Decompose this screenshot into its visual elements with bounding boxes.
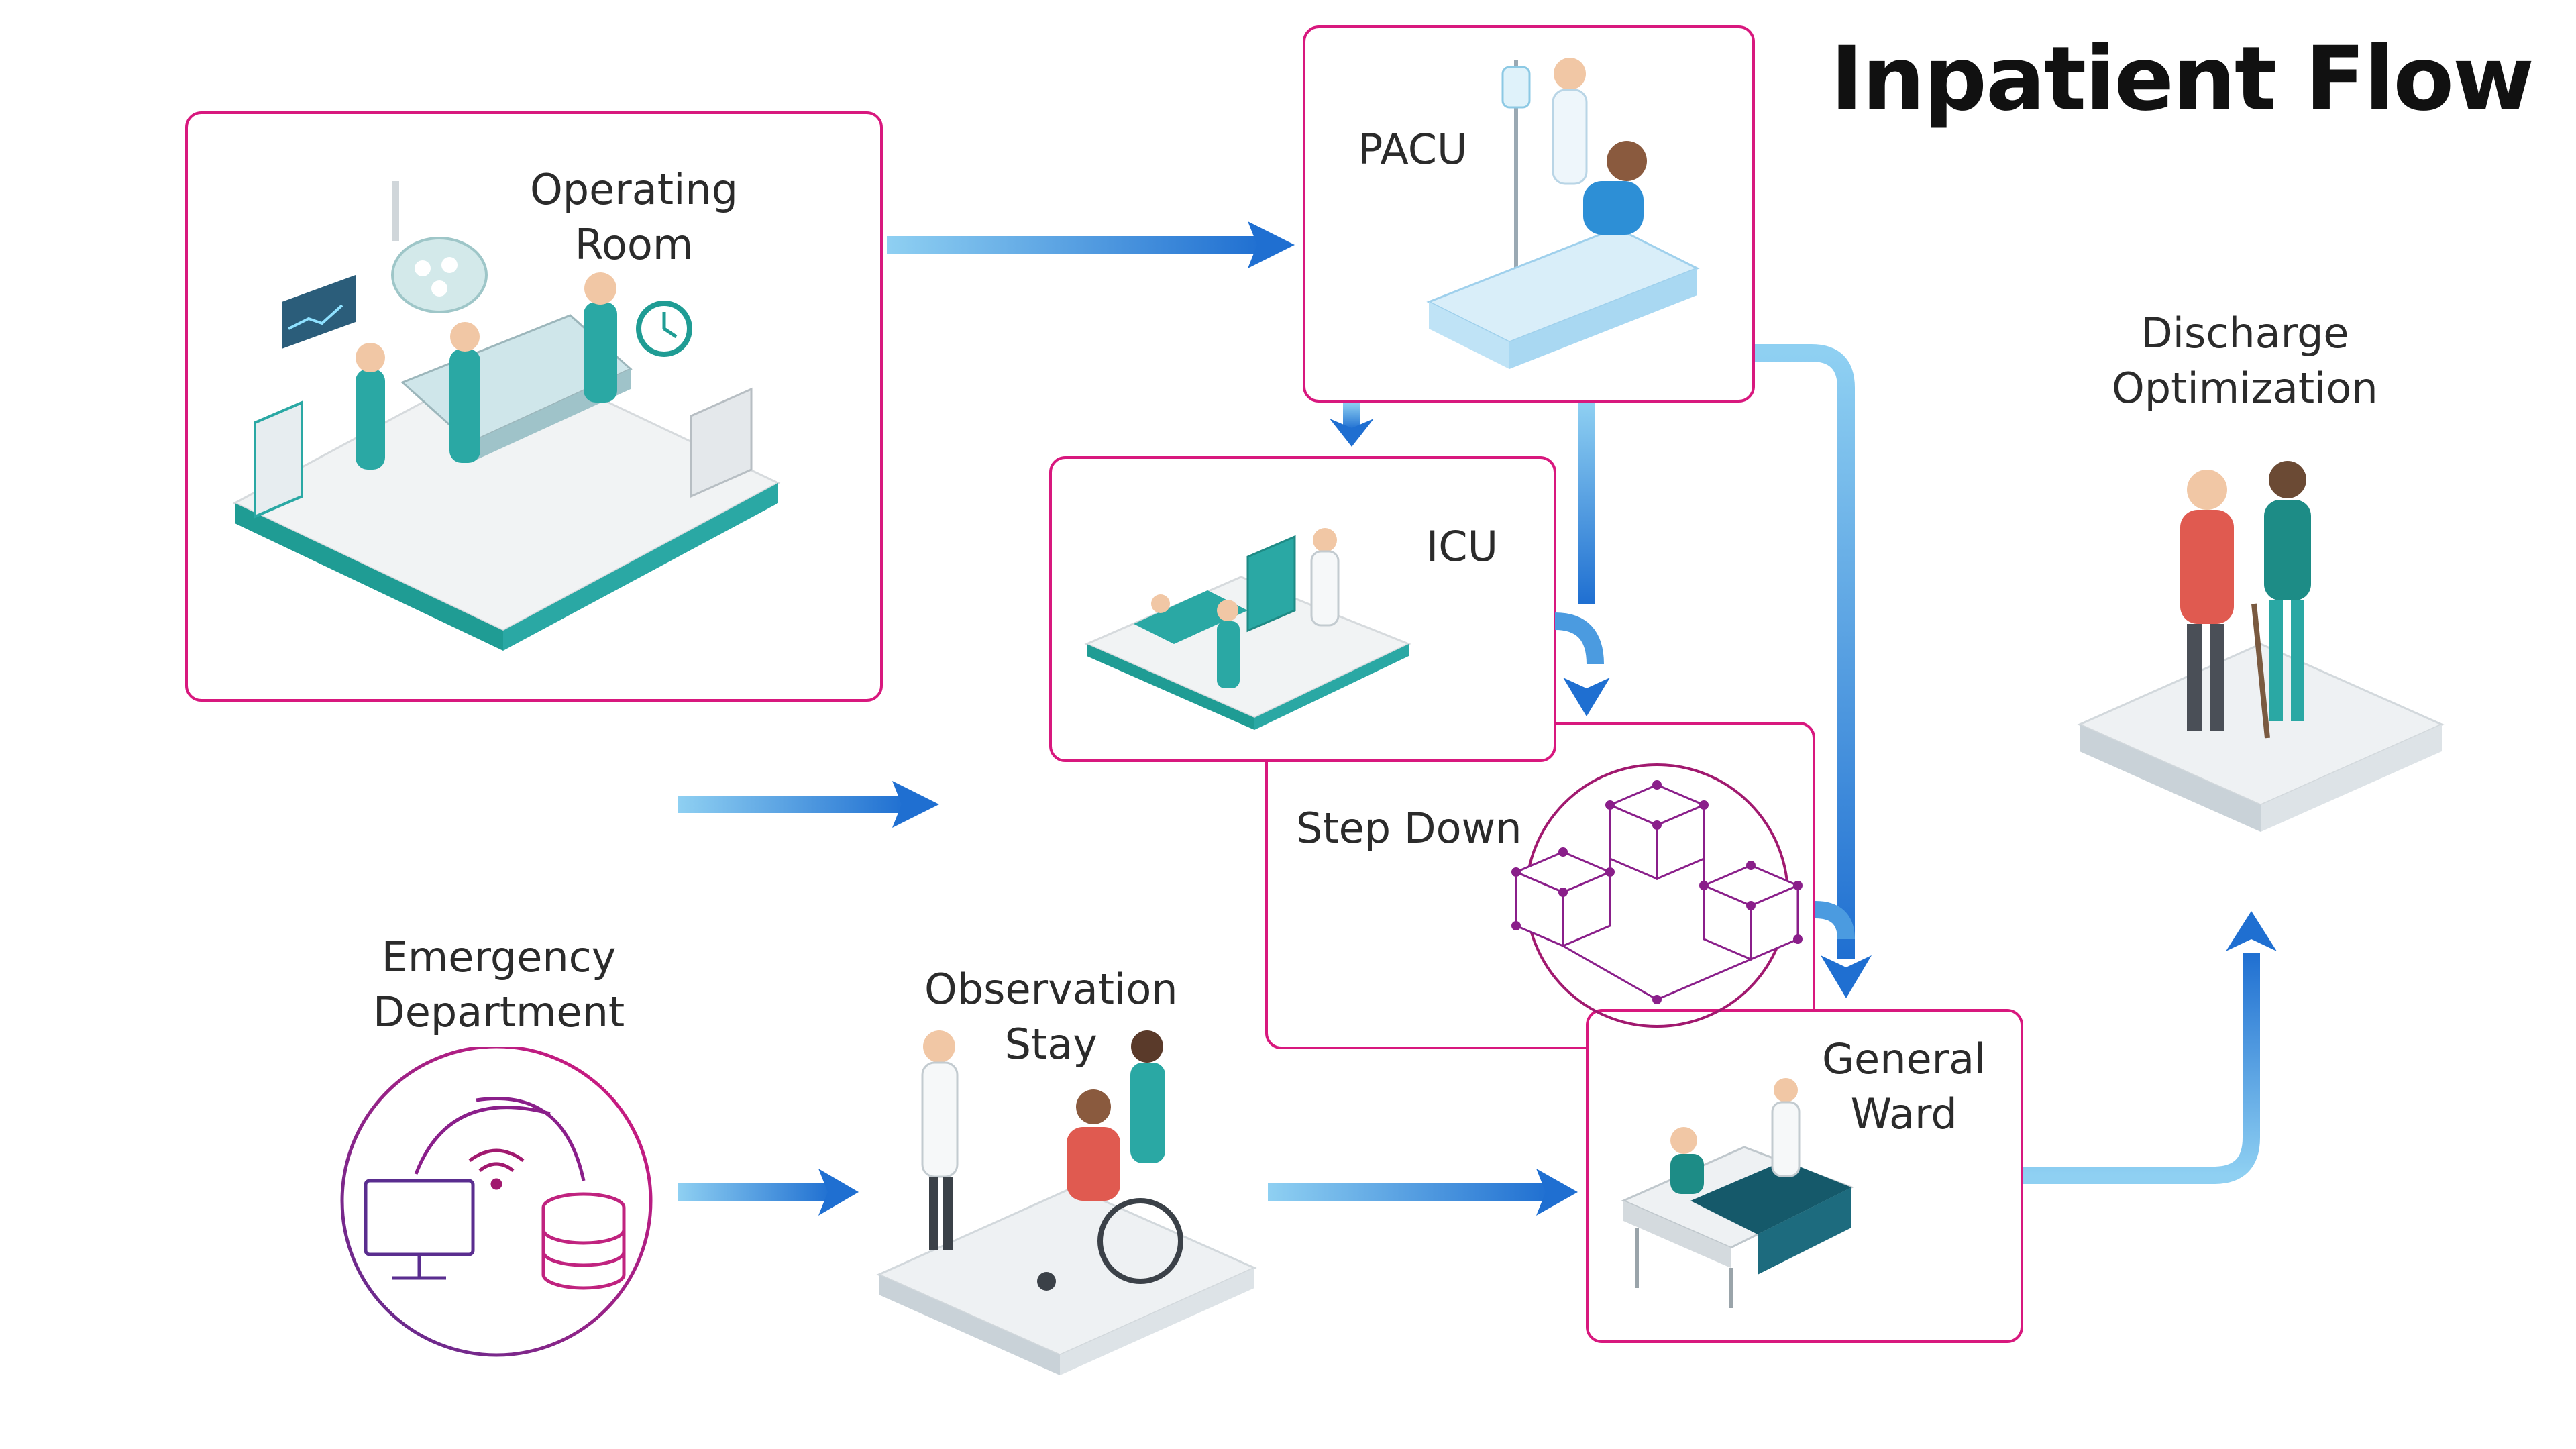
arrow-general-ward-to-discharge — [2023, 911, 2277, 1184]
ward-bed-icon — [1621, 1146, 1854, 1308]
arrow-stepdown-to-general-ward — [1815, 901, 1855, 940]
observation-stay-line2: Stay — [1004, 1019, 1097, 1069]
computer-icon — [364, 1179, 475, 1280]
icu-illustration — [1084, 528, 1411, 730]
doctor-standing-figure — [921, 1030, 959, 1250]
operating-room-line1: Operating — [530, 165, 738, 214]
nurse-figure — [1552, 58, 1588, 185]
walking-cane-icon — [2251, 603, 2270, 739]
surgical-lamp-icon — [391, 181, 488, 313]
doctor-figure — [1310, 528, 1340, 627]
discharge-optimization-line1: Discharge — [2141, 309, 2349, 358]
arrow-observation-to-general-ward — [1268, 1169, 1578, 1216]
operating-room-label: Operating Room — [530, 162, 738, 272]
general-ward-line1: General — [1822, 1034, 1986, 1083]
general-ward-label: General Ward — [1822, 1032, 1986, 1142]
wifi-icon — [468, 1148, 525, 1190]
pacu-illustration — [1426, 58, 1700, 369]
arrow-pacu-to-stepdown — [1554, 402, 1610, 716]
general-ward-illustration — [1621, 1078, 1854, 1308]
observation-stay-label: Observation Stay — [924, 962, 1178, 1072]
page-title: Inpatient Flow — [1830, 28, 2534, 131]
arrow-ed-to-observation — [678, 1169, 859, 1216]
observation-stay-line1: Observation — [924, 965, 1178, 1014]
instrument-cart-icon — [254, 400, 303, 519]
icu-bed-icon — [1134, 590, 1248, 644]
ward-patient-figure — [1670, 1127, 1704, 1194]
elderly-man-figure — [2180, 470, 2234, 731]
wheelchair-patient-figure — [1037, 1089, 1183, 1291]
observation-stay-illustration — [876, 1030, 1257, 1375]
step-down-label: Step Down — [1296, 804, 1522, 853]
iv-stand-icon — [1501, 60, 1531, 268]
operating-room-illustration — [232, 181, 781, 651]
nurse-assisting-figure — [2264, 461, 2311, 721]
pacu-label: PACU — [1358, 125, 1468, 174]
cabinet-icon — [690, 387, 753, 498]
patient-figure — [1583, 141, 1647, 235]
emergency-department-label: Emergency Department — [373, 930, 625, 1040]
icu-cabinet-icon — [1246, 535, 1296, 633]
database-icon — [541, 1192, 626, 1290]
monitor-icon — [282, 275, 356, 349]
sync-arrows-icon — [414, 1097, 586, 1181]
emergency-department-illustration — [340, 1046, 653, 1357]
emergency-department-line2: Department — [373, 987, 625, 1036]
discharge-optimization-label: Discharge Optimization — [2112, 306, 2378, 416]
arrow-or-to-pacu — [887, 221, 1295, 268]
discharge-optimization-illustration — [2077, 461, 2445, 832]
arrow-middle-to-icu — [678, 781, 939, 828]
arrow-pacu-to-icu — [1330, 402, 1374, 447]
icu-label: ICU — [1426, 522, 1498, 571]
discharge-optimization-line2: Optimization — [2112, 363, 2378, 413]
surgeon-figure — [356, 272, 617, 470]
bed-icon — [1426, 227, 1700, 369]
caregiver-figure — [1130, 1030, 1165, 1163]
emergency-department-line1: Emergency — [381, 932, 616, 981]
arrow-pacu-to-general-ward — [1755, 344, 1872, 998]
ward-doctor-figure — [1771, 1078, 1801, 1177]
general-ward-line2: Ward — [1850, 1089, 1957, 1138]
operating-room-line2: Room — [574, 219, 694, 269]
clock-icon — [636, 301, 692, 357]
icu-nurse-figure — [1217, 600, 1240, 688]
step-down-illustration — [1511, 763, 1803, 1028]
